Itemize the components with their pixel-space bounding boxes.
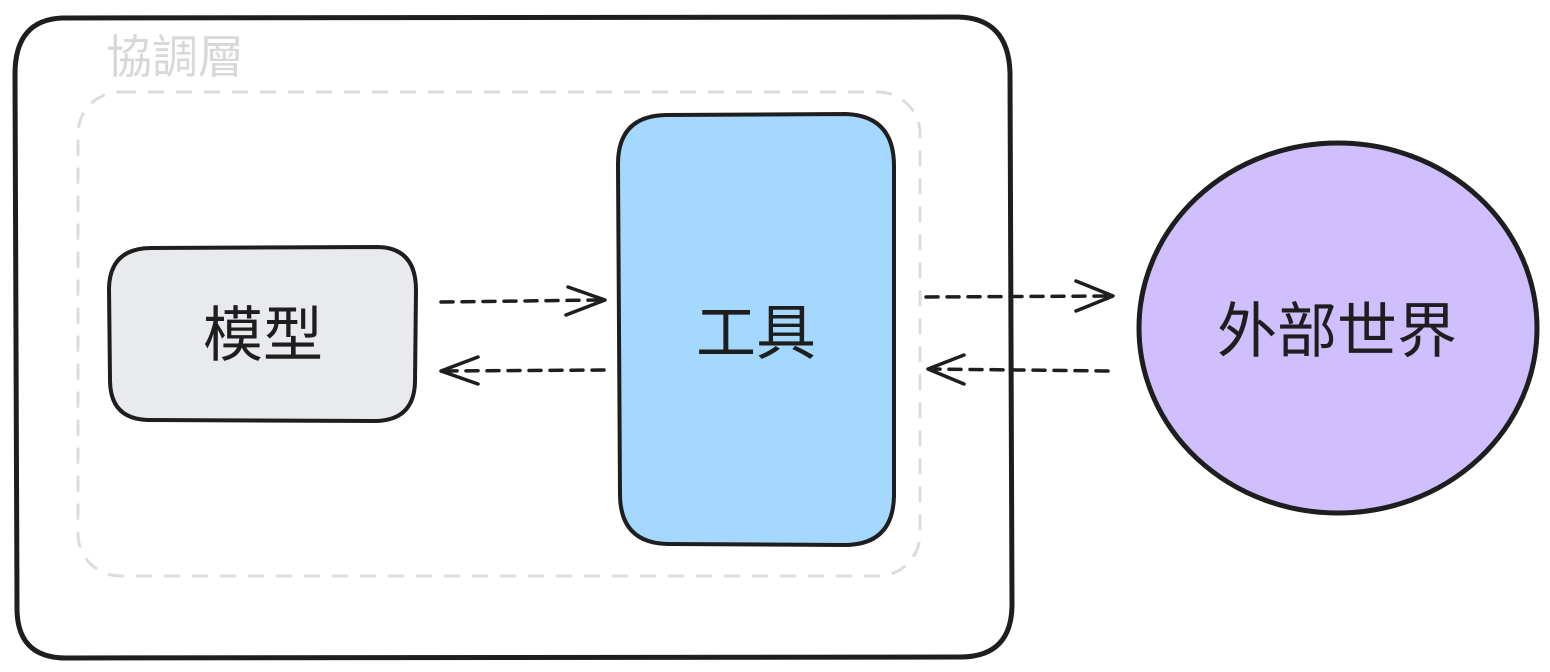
model-node[interactable]: 模型 (107, 245, 418, 423)
inner-dashed-group (76, 90, 922, 578)
arrow-tool-to-model (439, 355, 606, 386)
arrow-tool-to-world (924, 279, 1115, 313)
arrow-model-to-tool (439, 285, 607, 317)
tool-node-label: 工具 (696, 299, 816, 369)
model-node-label: 模型 (203, 301, 323, 371)
external-world-node[interactable]: 外部世界 (1136, 140, 1540, 516)
external-world-node-label: 外部世界 (1217, 297, 1457, 367)
tool-node-shape (616, 112, 896, 547)
model-node-shape (107, 245, 418, 423)
external-world-node-shape (1136, 140, 1540, 516)
arrow-world-to-tool (926, 353, 1110, 386)
tool-node[interactable]: 工具 (616, 112, 896, 547)
orchestration-layer-label: 協調層 (106, 30, 244, 84)
